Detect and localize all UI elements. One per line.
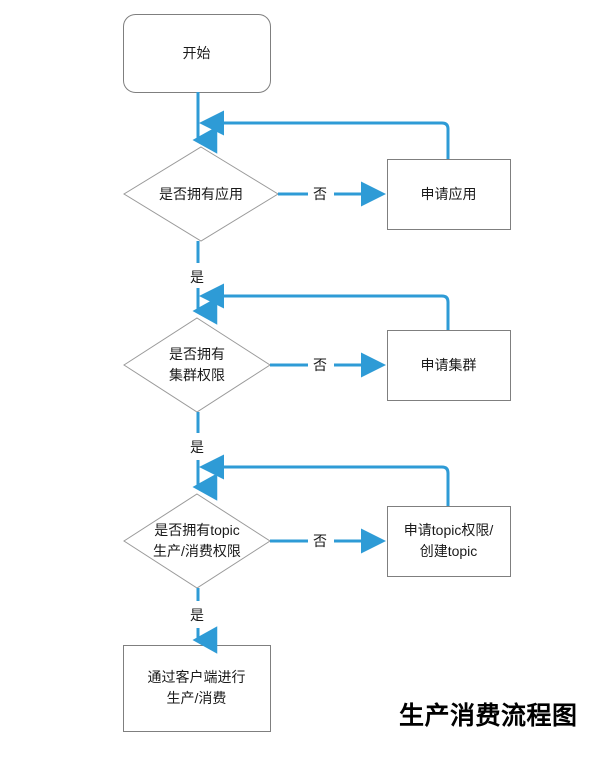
- edge-label-no-3: 否: [313, 533, 327, 549]
- diagram-title: 生产消费流程图: [399, 702, 578, 730]
- edge-label-yes-3: 是: [190, 607, 204, 623]
- edge-label-yes-2: 是: [190, 439, 204, 455]
- node-apply-topic[interactable]: [387, 506, 511, 577]
- edge-apply-app-feedback: [199, 110, 450, 159]
- edge-apply-cluster-feedback: [199, 283, 450, 330]
- edge-label-yes-1: 是: [190, 269, 204, 285]
- node-has-cluster-perm[interactable]: [123, 317, 271, 413]
- node-produce-consume[interactable]: [123, 645, 271, 732]
- node-apply-cluster[interactable]: [387, 330, 511, 401]
- node-start[interactable]: [123, 14, 271, 93]
- node-has-topic-perm[interactable]: [123, 493, 271, 589]
- node-has-app[interactable]: [123, 146, 279, 242]
- node-apply-app[interactable]: [387, 159, 511, 230]
- edge-apply-topic-feedback: [199, 454, 450, 506]
- edge-label-no-1: 否: [313, 186, 327, 202]
- edge-label-no-2: 否: [313, 357, 327, 373]
